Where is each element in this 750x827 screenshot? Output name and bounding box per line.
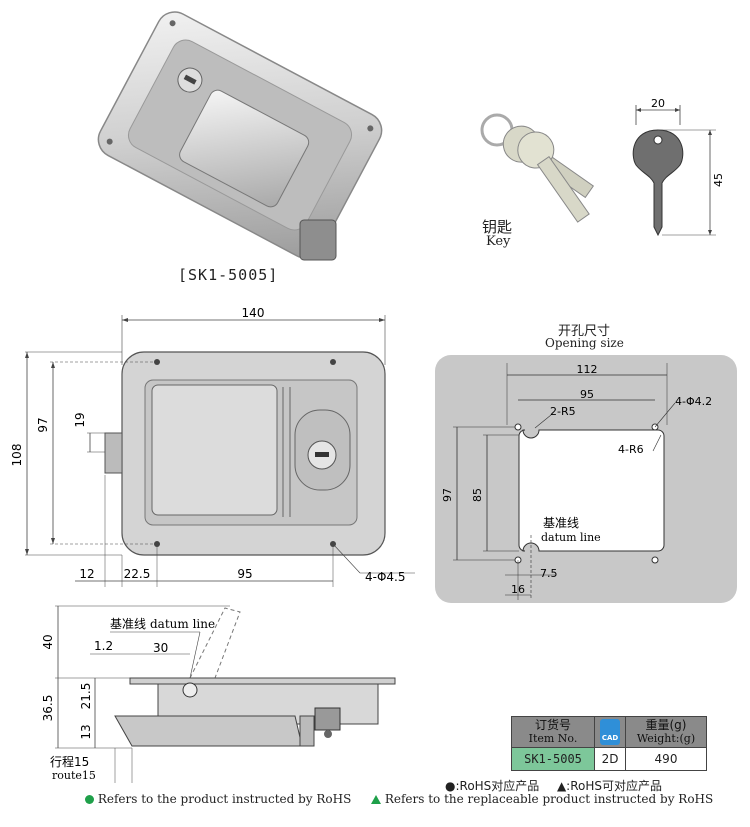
latch-tongue bbox=[104, 432, 123, 474]
key-label-cn: 钥匙 bbox=[482, 218, 513, 236]
table-header-item: 订货号 Item No. bbox=[511, 716, 595, 748]
side-dim-36-5: 36.5 bbox=[41, 695, 55, 722]
product-caption: [SK1-5005] bbox=[178, 266, 279, 284]
opening-hole: 4-Φ4.2 bbox=[675, 395, 712, 408]
opening-datum-cn: 基准线 bbox=[543, 516, 579, 530]
opening-dim-112: 112 bbox=[577, 363, 598, 376]
opening-title-cn: 开孔尺寸 bbox=[558, 324, 611, 339]
legend-rohs-rep-en: Refers to the replaceable product instru… bbox=[384, 792, 714, 806]
side-route-en: route15 bbox=[52, 769, 96, 782]
opening-dim-7-5: 7.5 bbox=[540, 567, 558, 580]
green-dot-icon bbox=[85, 795, 94, 804]
legend-rohs-rep-cn: ▲:RoHS可对应产品 bbox=[556, 779, 663, 793]
front-hole-label: 4-Φ4.5 bbox=[365, 570, 406, 584]
key-dim-width: 20 bbox=[651, 97, 665, 110]
legend-cn: ●:RoHS对应产品 ▲:RoHS可对应产品 bbox=[445, 777, 662, 794]
key-dim-height: 45 bbox=[712, 173, 725, 187]
table-row: SK1-5005 2D 490 bbox=[511, 747, 707, 771]
cad-icon[interactable]: CAD bbox=[594, 716, 626, 748]
table-cell-format[interactable]: 2D bbox=[594, 747, 626, 771]
table-header-weight: 重量(g) Weight:(g) bbox=[625, 716, 707, 748]
side-dim-40: 40 bbox=[41, 634, 55, 649]
side-dim-30: 30 bbox=[153, 641, 168, 655]
cad-icon-label: CAD bbox=[600, 719, 620, 745]
legend-en: Refers to the product instructed by RoHS… bbox=[85, 792, 713, 806]
side-datum-cn: 基准线 bbox=[110, 617, 146, 631]
opening-dim-85: 85 bbox=[471, 488, 484, 502]
front-dim-22-5: 22.5 bbox=[124, 567, 151, 581]
table-header-item-en: Item No. bbox=[528, 732, 578, 745]
opening-title-en: Opening size bbox=[545, 336, 624, 350]
opening-dim-16: 16 bbox=[511, 583, 525, 596]
side-view-drawing: 40 基准线 datum line 1.2 30 36.5 21.5 13 行程… bbox=[41, 605, 396, 783]
green-triangle-icon bbox=[370, 795, 381, 804]
opening-dim-97: 97 bbox=[441, 488, 454, 502]
front-dim-12: 12 bbox=[79, 567, 94, 581]
front-dim-95: 95 bbox=[237, 567, 252, 581]
side-dim-21-5: 21.5 bbox=[79, 683, 93, 710]
latch-plate bbox=[97, 11, 383, 259]
side-route-cn: 行程15 bbox=[50, 754, 89, 769]
opening-drawing: 112 95 2-R5 4-Φ4.2 4-R6 97 85 基准线 datum … bbox=[441, 363, 712, 600]
table-header-weight-en: Weight:(g) bbox=[636, 732, 696, 745]
side-flange bbox=[129, 677, 396, 685]
opening-datum-en: datum line bbox=[541, 531, 601, 544]
front-dim-97: 97 bbox=[36, 417, 50, 432]
front-dim-19: 19 bbox=[73, 412, 87, 427]
side-datum-en: datum line bbox=[150, 617, 215, 631]
side-dim-1-2: 1.2 bbox=[94, 639, 113, 653]
order-table: 订货号 Item No. CAD 重量(g) Weight:(g) SK1-50… bbox=[511, 716, 707, 771]
opening-dim-95: 95 bbox=[580, 388, 594, 401]
key-photo bbox=[480, 113, 595, 223]
side-dim-13: 13 bbox=[79, 724, 93, 739]
legend-rohs-cn: ●:RoHS对应产品 bbox=[445, 779, 540, 793]
product-photo bbox=[97, 11, 383, 261]
table-header-item-cn: 订货号 bbox=[534, 718, 571, 732]
table-cell-item-no[interactable]: SK1-5005 bbox=[511, 747, 595, 771]
table-cell-weight: 490 bbox=[625, 747, 707, 771]
front-view-drawing: 140 108 97 19 12 22.5 95 4-Φ4.5 bbox=[10, 306, 415, 587]
front-dim-108: 108 bbox=[10, 444, 24, 467]
key-label-en: Key bbox=[486, 234, 511, 249]
legend-rohs-en: Refers to the product instructed by RoHS bbox=[97, 792, 352, 806]
opening-r6: 4-R6 bbox=[618, 443, 644, 456]
opening-r5: 2-R5 bbox=[550, 405, 576, 418]
key-drawing: 20 45 bbox=[632, 97, 725, 237]
front-dim-140: 140 bbox=[242, 306, 265, 320]
table-header-weight-cn: 重量(g) bbox=[645, 718, 687, 732]
